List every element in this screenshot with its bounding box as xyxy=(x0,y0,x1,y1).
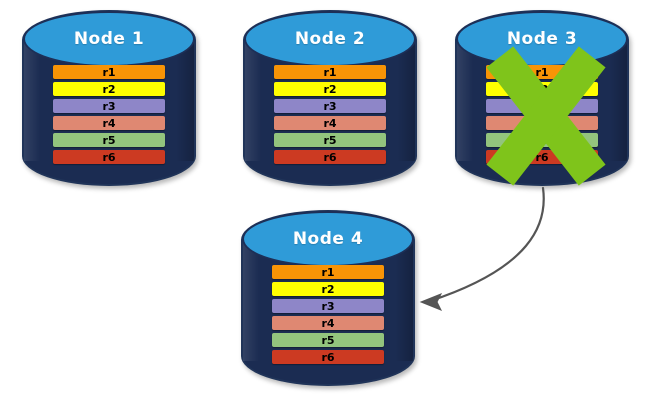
record-row[interactable]: r4 xyxy=(53,116,165,130)
record-label: r2 xyxy=(323,82,337,96)
record-row[interactable]: r4 xyxy=(274,116,386,130)
node-3-cylinder-top: Node 3 xyxy=(456,11,628,68)
record-row[interactable]: r3 xyxy=(486,99,598,113)
record-label: r3 xyxy=(321,299,335,313)
record-label: r5 xyxy=(323,133,337,147)
record-label: r3 xyxy=(535,99,549,113)
record-label: r4 xyxy=(323,116,337,130)
record-row[interactable]: r6 xyxy=(272,350,384,364)
record-label: r3 xyxy=(323,99,337,113)
node-3-records: r1 r2 r3 r4 r5 r6 xyxy=(486,65,598,164)
node-4[interactable]: Node 4 r1 r2 r3 r4 r5 r6 xyxy=(241,210,415,386)
node-4-cylinder-top: Node 4 xyxy=(242,211,414,268)
node-1-records: r1 r2 r3 r4 r5 r6 xyxy=(53,65,165,164)
node-1-label: Node 1 xyxy=(73,29,145,50)
record-row[interactable]: r2 xyxy=(486,82,598,96)
record-label: r1 xyxy=(535,65,549,79)
record-label: r5 xyxy=(321,333,335,347)
node-2[interactable]: Node 2 r1 r2 r3 r4 r5 r6 xyxy=(243,10,417,186)
record-row[interactable]: r2 xyxy=(274,82,386,96)
node-3[interactable]: Node 3 r1 r2 r3 r4 r5 r6 xyxy=(455,10,629,186)
record-row[interactable]: r2 xyxy=(53,82,165,96)
record-row[interactable]: r1 xyxy=(272,265,384,279)
record-label: r3 xyxy=(102,99,116,113)
record-label: r2 xyxy=(321,282,335,296)
node-2-cylinder-top: Node 2 xyxy=(244,11,416,68)
node-3-label: Node 3 xyxy=(506,29,578,50)
record-row[interactable]: r3 xyxy=(272,299,384,313)
record-label: r4 xyxy=(102,116,116,130)
record-label: r6 xyxy=(535,150,549,164)
node-2-records: r1 r2 r3 r4 r5 r6 xyxy=(274,65,386,164)
record-label: r5 xyxy=(102,133,116,147)
record-row[interactable]: r1 xyxy=(53,65,165,79)
node-1[interactable]: Node 1 r1 r2 r3 r4 r5 r6 xyxy=(22,10,196,186)
record-label: r4 xyxy=(321,316,335,330)
record-row[interactable]: r1 xyxy=(486,65,598,79)
record-row[interactable]: r6 xyxy=(53,150,165,164)
node-4-records: r1 r2 r3 r4 r5 r6 xyxy=(272,265,384,364)
record-label: r2 xyxy=(535,82,549,96)
record-row[interactable]: r4 xyxy=(486,116,598,130)
record-row[interactable]: r6 xyxy=(274,150,386,164)
record-row[interactable]: r5 xyxy=(53,133,165,147)
record-row[interactable]: r5 xyxy=(272,333,384,347)
record-label: r5 xyxy=(535,133,549,147)
record-row[interactable]: r5 xyxy=(274,133,386,147)
record-label: r1 xyxy=(321,265,335,279)
record-label: r6 xyxy=(323,150,337,164)
node-4-label: Node 4 xyxy=(292,229,364,250)
record-row[interactable]: r4 xyxy=(272,316,384,330)
record-row[interactable]: r3 xyxy=(274,99,386,113)
record-row[interactable]: r6 xyxy=(486,150,598,164)
record-label: r4 xyxy=(535,116,549,130)
record-row[interactable]: r3 xyxy=(53,99,165,113)
node-2-label: Node 2 xyxy=(294,29,366,50)
record-label: r2 xyxy=(102,82,116,96)
record-label: r6 xyxy=(321,350,335,364)
record-row[interactable]: r1 xyxy=(274,65,386,79)
record-label: r1 xyxy=(323,65,337,79)
record-label: r1 xyxy=(102,65,116,79)
record-row[interactable]: r5 xyxy=(486,133,598,147)
record-label: r6 xyxy=(102,150,116,164)
record-row[interactable]: r2 xyxy=(272,282,384,296)
node-1-cylinder-top: Node 1 xyxy=(23,11,195,68)
